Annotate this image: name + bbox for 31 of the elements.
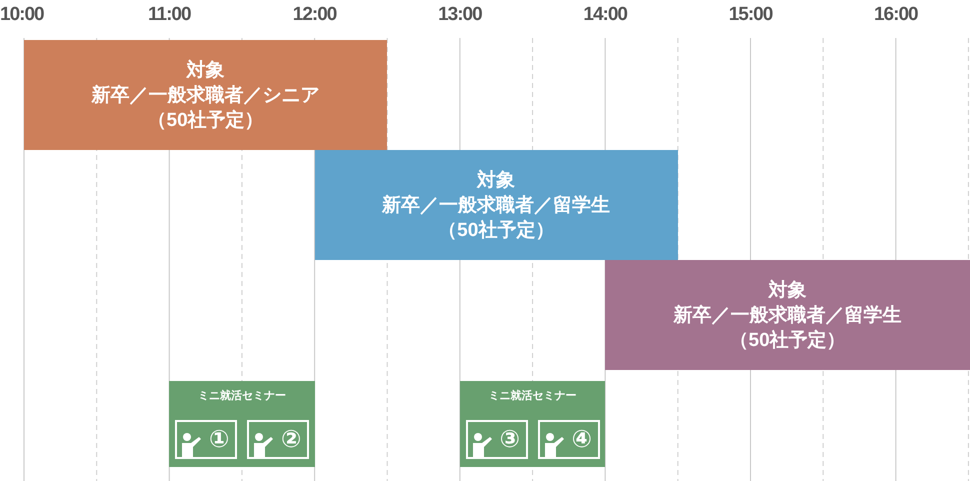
- time-slot-bar: [24, 40, 388, 150]
- whiteboard: [175, 420, 238, 459]
- slot-text: 対象: [768, 278, 807, 302]
- session-number: ③: [500, 424, 520, 454]
- seminar-block: [169, 381, 315, 467]
- time-slot-bar: [314, 150, 678, 260]
- time-label: 13:00: [437, 4, 483, 26]
- whiteboard: [538, 420, 600, 459]
- time-label: 16:00: [872, 4, 919, 26]
- whiteboard: [466, 420, 528, 459]
- slot-text: （50社予定）: [148, 108, 264, 132]
- session-number: ②: [280, 424, 302, 454]
- time-label: 11:00: [147, 4, 192, 26]
- slot-text: 新卒／一般求職者／シニア: [92, 84, 320, 108]
- slot-text: 対象: [477, 168, 516, 192]
- time-label: 14:00: [582, 4, 628, 26]
- seminar-title: ミニ就活セミナー: [488, 389, 578, 403]
- slot-text: 対象: [186, 58, 225, 82]
- whiteboard: [247, 420, 310, 459]
- session-number: ①: [208, 424, 230, 454]
- slot-text: （50社予定）: [438, 218, 554, 242]
- seminar-title: ミニ就活セミナー: [196, 389, 287, 403]
- session-number: ④: [572, 424, 592, 454]
- time-label: 15:00: [728, 4, 774, 26]
- slot-text: 新卒／一般求職者／留学生: [674, 304, 902, 328]
- time-label: 10:00: [0, 4, 44, 26]
- time-label: 12:00: [292, 4, 338, 26]
- time-slot-bar: [605, 260, 970, 370]
- seminar-block: [460, 381, 606, 467]
- slot-text: 新卒／一般求職者／留学生: [382, 194, 610, 218]
- slot-text: （50社予定）: [730, 328, 846, 352]
